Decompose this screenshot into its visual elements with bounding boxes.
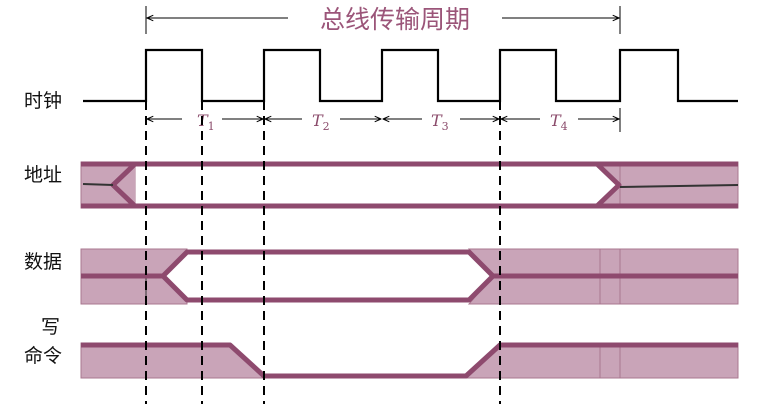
- write-band-right: [464, 342, 739, 379]
- period-t4-label: T4: [550, 111, 568, 133]
- time-markers: [145, 101, 501, 404]
- address-float-line-right: [619, 184, 739, 188]
- label-write-line2: 命令: [24, 345, 62, 367]
- bus-cycle-title: 总线传输周期: [320, 5, 470, 34]
- write-command: [80, 342, 739, 379]
- address-invalid-notch-right: [597, 162, 620, 208]
- data-valid-window: [163, 252, 493, 300]
- data-valid-bottom: [161, 274, 495, 303]
- label-address: 地址: [24, 164, 62, 186]
- address-float-line-left: [82, 183, 114, 186]
- label-write-line1: 写: [41, 316, 60, 338]
- address-transition-right: [595, 162, 622, 208]
- clock-waveform: [83, 48, 738, 103]
- period-t2-label: T2: [312, 111, 330, 133]
- label-data: 数据: [24, 251, 62, 273]
- period-markers: T1 T2 T3 T4: [147, 108, 621, 133]
- address-bus: [80, 161, 739, 209]
- address-invalid-notch-left: [113, 162, 135, 208]
- data-bus: [80, 248, 739, 305]
- period-t1-label: T1: [197, 111, 215, 133]
- data-valid-top: [161, 249, 495, 278]
- bus-cycle-marker: 总线传输周期: [145, 5, 621, 34]
- period-t3-label: T3: [431, 111, 449, 133]
- label-clock: 时钟: [24, 90, 62, 112]
- write-signal: [81, 342, 738, 379]
